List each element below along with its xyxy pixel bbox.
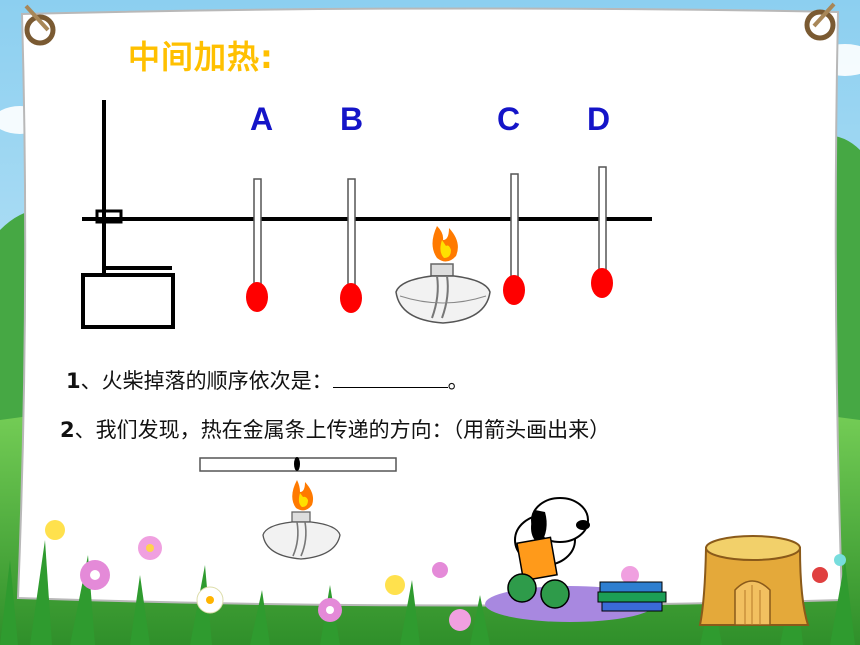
ring-left — [24, 14, 56, 46]
flower-icon — [45, 520, 639, 631]
question-2-text: 、我们发现，热在金属条上传递的方向：（用箭头画出来） — [74, 418, 611, 442]
alcohol-lamp-icon — [395, 226, 491, 324]
label-C: C — [497, 101, 521, 137]
question-1-text: 、火柴掉落的顺序依次是： — [80, 369, 333, 393]
match-D — [591, 166, 613, 298]
question-1: 1、火柴掉落的顺序依次是： 。 — [66, 365, 469, 395]
match-B — [340, 178, 362, 313]
center-marker — [294, 457, 300, 471]
question-2-number: 2 — [60, 418, 75, 442]
match-C — [503, 173, 525, 305]
match-A — [246, 178, 268, 312]
tree-stump-icon — [698, 535, 810, 626]
page-title: 中间加热: — [128, 38, 274, 76]
label-A: A — [250, 101, 274, 137]
alcohol-lamp-small-icon — [262, 480, 341, 560]
answer-blank[interactable] — [332, 369, 448, 388]
question-2: 2、我们发现，热在金属条上传递的方向：（用箭头画出来） — [60, 414, 610, 444]
question-1-suffix: 。 — [447, 369, 469, 393]
ring-right — [804, 9, 836, 41]
snoopy-icon — [507, 497, 590, 609]
ladybug-icon — [812, 554, 846, 583]
question-1-number: 1 — [66, 369, 81, 393]
label-D: D — [587, 101, 611, 137]
label-B: B — [340, 101, 364, 137]
books-icon — [597, 581, 667, 612]
iron-stand — [81, 100, 175, 329]
